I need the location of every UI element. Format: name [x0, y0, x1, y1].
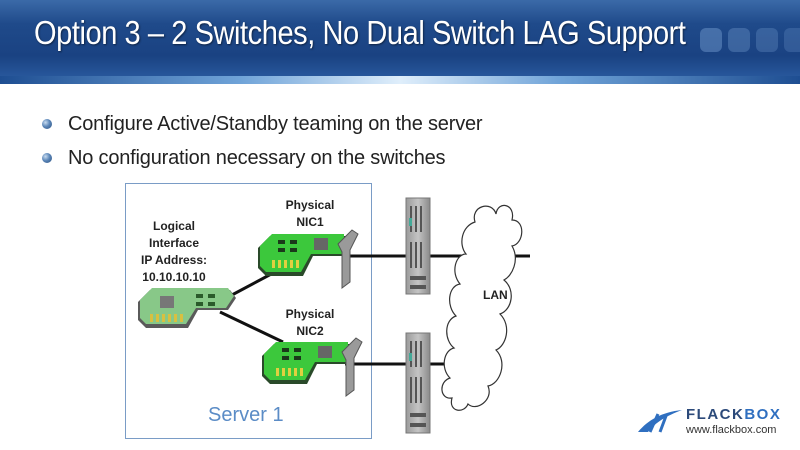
label-line: NIC1 [296, 215, 324, 229]
label-line: Physical [285, 198, 335, 212]
network-card-icon [138, 288, 236, 328]
label-line: IP Address: [140, 253, 208, 267]
label-line: 10.10.10.10 [142, 270, 206, 284]
label-line: NIC2 [296, 324, 324, 338]
bullet-item: Configure Active/Standby teaming on the … [42, 107, 483, 141]
title-bar: Option 3 – 2 Switches, No Dual Switch LA… [0, 0, 800, 80]
lan-label: LAN [483, 288, 508, 302]
slide-title: Option 3 – 2 Switches, No Dual Switch LA… [34, 14, 686, 51]
server-label: Server 1 [208, 404, 284, 426]
decorative-square [728, 28, 750, 52]
bullet-icon [42, 119, 52, 129]
bullet-text: Configure Active/Standby teaming on the … [68, 112, 483, 135]
decorative-square [784, 28, 800, 52]
link-logical-nic2 [219, 310, 284, 344]
cloud-icon [441, 204, 523, 411]
nic2-label: Physical NIC2 [278, 306, 342, 340]
logo-url: www.flackbox.com [686, 424, 777, 436]
logo-name-part: FLACK [686, 406, 745, 423]
label-line: Physical [285, 307, 335, 321]
switch-icon [405, 197, 431, 295]
switch-icon [405, 332, 431, 434]
flackbox-logo-icon [638, 410, 682, 433]
bullet-item: No configuration necessary on the switch… [42, 141, 482, 175]
decorative-square [756, 28, 778, 52]
title-bar-highlight [0, 76, 800, 84]
label-line: Interface [148, 236, 200, 250]
bullet-text: No configuration necessary on the switch… [68, 146, 446, 169]
label-line: Logical [152, 219, 195, 233]
nic1-label: Physical NIC1 [278, 197, 342, 231]
bullet-list: Configure Active/Standby teaming on the … [42, 107, 483, 175]
logo-name: FLACKBOX [686, 406, 781, 423]
network-card-icon [258, 229, 359, 289]
logo-name-part: BOX [744, 406, 782, 423]
logical-interface-label: Logical Interface IP Address: 10.10.10.1… [138, 218, 210, 286]
network-card-icon [262, 337, 363, 397]
decorative-square [700, 28, 722, 52]
bullet-icon [42, 153, 52, 163]
